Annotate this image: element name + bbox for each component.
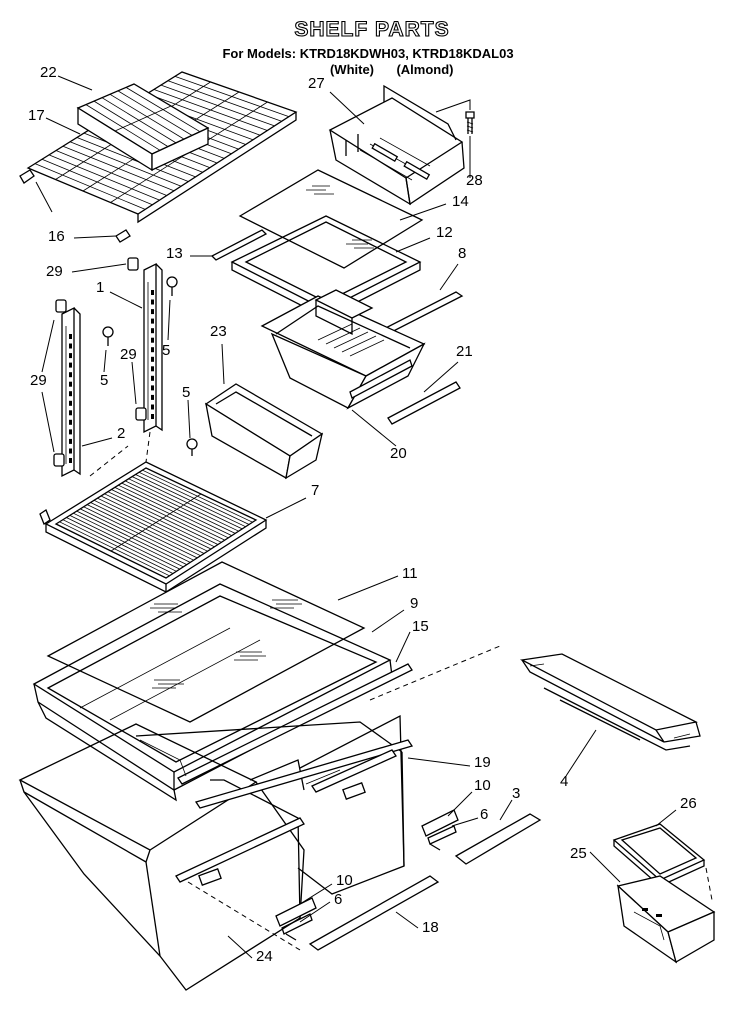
part-ladder-end-caps bbox=[53, 257, 147, 467]
alignment-line bbox=[187, 881, 301, 951]
part-shelf-ladder-2 bbox=[61, 306, 81, 478]
callout-ladder-end-cap: 29 bbox=[120, 346, 137, 363]
diagram-title: SHELF PARTS bbox=[294, 18, 449, 41]
part-shelf-ladder-1 bbox=[143, 262, 163, 434]
part-utility-bin bbox=[616, 875, 716, 964]
callout-trim: 15 bbox=[412, 618, 429, 635]
callout-slide-rail: 8 bbox=[458, 245, 466, 262]
part-utility-bin-lid bbox=[612, 823, 706, 888]
callout-glass-insert: 14 bbox=[452, 193, 469, 210]
callout-screw: 5 bbox=[162, 342, 170, 359]
part-meat-drawer bbox=[260, 289, 426, 410]
color-white-label: (White) bbox=[330, 62, 374, 77]
models-line: For Models: KTRD18KDWH03, KTRD18KDAL03 bbox=[222, 46, 513, 61]
callout-labels: 22 17 16 27 28 14 13 12 8 29 1 23 5 29 21 29 5 5 2 20 7 11 9 15… bbox=[28, 64, 697, 965]
callout-drawer-trim: 3 bbox=[512, 785, 520, 802]
callout-wire-shelf: 7 bbox=[311, 482, 319, 499]
part-nameplate-clips-right bbox=[421, 809, 459, 851]
callout-shelf-ladder: 2 bbox=[117, 425, 125, 442]
part-drawer-trim-18 bbox=[308, 875, 440, 951]
callout-meat-pan-cover-frame: 27 bbox=[308, 75, 325, 92]
part-meat-pan-frame bbox=[328, 84, 465, 206]
callout-crisper-cover-frame: 9 bbox=[410, 595, 418, 612]
part-egg-bin bbox=[76, 83, 210, 172]
part-slide-rail-13 bbox=[210, 229, 268, 261]
callout-screw: 5 bbox=[182, 384, 190, 401]
callout-glass-insert: 11 bbox=[402, 565, 418, 582]
callout-upper-wire-shelf-egg-bin: 22 bbox=[40, 64, 57, 81]
callout-crisper-cover-support: 4 bbox=[560, 773, 568, 790]
part-deli-drawer bbox=[204, 383, 324, 480]
callout-ladder-end-cap: 29 bbox=[46, 263, 63, 280]
callout-shelf-end-cap: 16 bbox=[48, 228, 65, 245]
part-frame-screw bbox=[435, 99, 475, 134]
leader-lines bbox=[35, 75, 677, 959]
alignment-line bbox=[145, 431, 151, 463]
color-almond-label: (Almond) bbox=[396, 62, 453, 77]
alignment-line bbox=[705, 867, 713, 901]
part-drawer-trim-3 bbox=[454, 813, 542, 865]
callout-meat-drawer: 20 bbox=[390, 445, 407, 462]
callout-nameplate: 10 bbox=[336, 872, 353, 889]
part-drawer-trim-21 bbox=[387, 381, 461, 425]
callout-utility-bin-lid: 26 bbox=[680, 795, 697, 812]
callout-upper-wire-shelf: 17 bbox=[28, 107, 45, 124]
callout-screw: 5 bbox=[100, 372, 108, 389]
part-screws bbox=[102, 276, 198, 456]
callout-clip: 6 bbox=[334, 891, 342, 908]
alignment-line bbox=[89, 445, 129, 477]
part-wire-shelf bbox=[39, 461, 268, 594]
callout-crisper-drawer: 24 bbox=[256, 948, 273, 965]
part-trim-15 bbox=[177, 663, 413, 785]
callout-drawer-trim: 18 bbox=[422, 919, 439, 936]
callout-slide-rail: 13 bbox=[166, 245, 183, 262]
part-lower-glass-insert bbox=[46, 561, 366, 723]
callout-deli-drawer: 23 bbox=[210, 323, 227, 340]
callout-shelf-ladder: 1 bbox=[96, 279, 104, 296]
callout-clip: 6 bbox=[480, 806, 488, 823]
callout-nameplate: 10 bbox=[474, 777, 491, 794]
callout-frame-screw: 28 bbox=[466, 172, 483, 189]
part-nameplate-clips-left bbox=[275, 897, 317, 941]
part-crisper-drawers bbox=[18, 714, 414, 991]
alignment-line bbox=[369, 645, 501, 701]
callout-drawer-trim: 21 bbox=[456, 343, 473, 360]
callout-ladder-end-cap: 29 bbox=[30, 372, 47, 389]
callout-drawer-trim: 19 bbox=[474, 754, 491, 771]
callout-shelf-frame: 12 bbox=[436, 224, 453, 241]
callout-utility-bin: 25 bbox=[570, 845, 587, 862]
part-crisper-cover-support bbox=[519, 653, 701, 751]
